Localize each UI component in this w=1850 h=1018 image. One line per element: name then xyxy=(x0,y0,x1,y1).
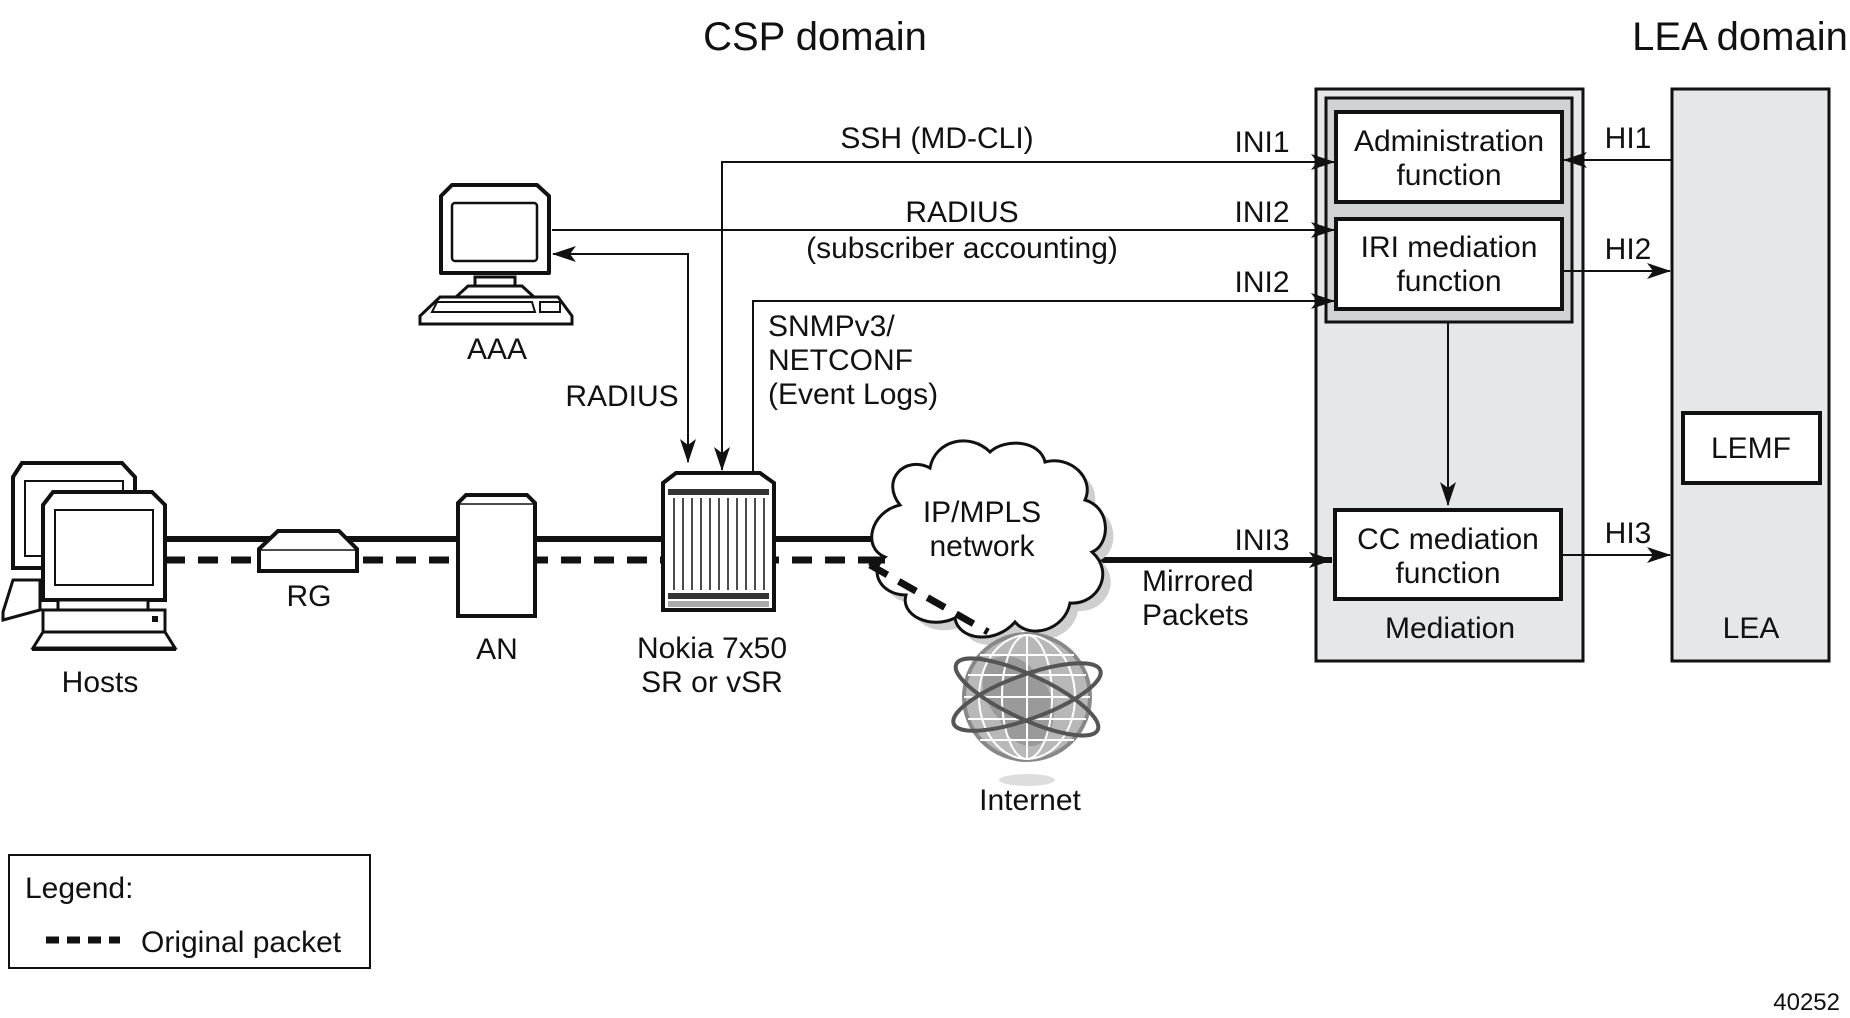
iri-label-2: function xyxy=(1396,265,1501,298)
cc-label-1: CC mediation xyxy=(1357,523,1539,556)
original-packet-to-internet-dashed xyxy=(868,561,990,636)
ini2-label-a: INI2 xyxy=(1234,196,1289,229)
router-label-1: Nokia 7x50 xyxy=(637,632,787,665)
internet-globe-icon xyxy=(951,632,1103,786)
cc-label-2: function xyxy=(1395,557,1500,590)
legend-item-label: Original packet xyxy=(141,926,342,959)
access-node-icon xyxy=(456,493,537,618)
ini3-label: INI3 xyxy=(1234,524,1289,557)
an-label: AN xyxy=(476,633,518,666)
lea-box: LEMF LEA xyxy=(1670,87,1831,663)
csp-domain-title: CSP domain xyxy=(703,15,927,59)
cloud-label-1: IP/MPLS xyxy=(923,496,1041,529)
ssh-line xyxy=(721,161,1334,470)
hi2-label: HI2 xyxy=(1605,233,1652,266)
radius-aaa-line xyxy=(552,246,696,463)
iri-label-1: IRI mediation xyxy=(1361,231,1538,264)
router-icon xyxy=(661,471,776,612)
aaa-label: AAA xyxy=(467,333,527,366)
mediation-label: Mediation xyxy=(1385,612,1515,645)
snmp-label-3: (Event Logs) xyxy=(768,378,938,411)
hosts-label: Hosts xyxy=(62,666,139,699)
aaa-server-icon xyxy=(418,183,574,326)
mirrored-label-2: Packets xyxy=(1142,599,1249,632)
router-label-2: SR or vSR xyxy=(641,666,783,699)
admin-label-1: Administration xyxy=(1354,125,1544,158)
administration-function-box: Administration function xyxy=(1334,110,1564,204)
cloud-label-2: network xyxy=(929,530,1035,563)
mirrored-label-1: Mirrored xyxy=(1142,565,1254,598)
ssh-label: SSH (MD-CLI) xyxy=(840,122,1033,155)
legend-title: Legend: xyxy=(25,872,133,905)
lemf-label: LEMF xyxy=(1711,432,1791,465)
snmp-netconf-line xyxy=(752,293,1335,473)
legend: Legend: Original packet xyxy=(8,854,371,969)
figure-id: 40252 xyxy=(1773,989,1840,1016)
admin-label-2: function xyxy=(1396,159,1501,192)
lea-label: LEA xyxy=(1723,612,1780,645)
radius-label-1: RADIUS xyxy=(905,196,1018,229)
lea-domain-title: LEA domain xyxy=(1632,15,1848,59)
ini2-label-b: INI2 xyxy=(1234,266,1289,299)
internet-label: Internet xyxy=(979,784,1081,817)
rg-label: RG xyxy=(287,580,332,613)
hosts-icon xyxy=(1,461,178,651)
ip-mpls-cloud-icon xyxy=(870,439,1114,646)
hi3-label: HI3 xyxy=(1605,517,1652,550)
residential-gateway-icon xyxy=(257,529,359,573)
ini1-label: INI1 xyxy=(1234,126,1289,159)
radius-aaa-label: RADIUS xyxy=(565,380,678,413)
snmp-label-2: NETCONF xyxy=(768,344,913,377)
iri-mediation-function-box: IRI mediation function xyxy=(1334,217,1564,311)
cc-mediation-function-box: CC mediation function xyxy=(1333,508,1563,601)
hi1-label: HI1 xyxy=(1605,122,1652,155)
snmp-label-1: SNMPv3/ xyxy=(768,310,895,343)
radius-label-2: (subscriber accounting) xyxy=(806,232,1118,265)
